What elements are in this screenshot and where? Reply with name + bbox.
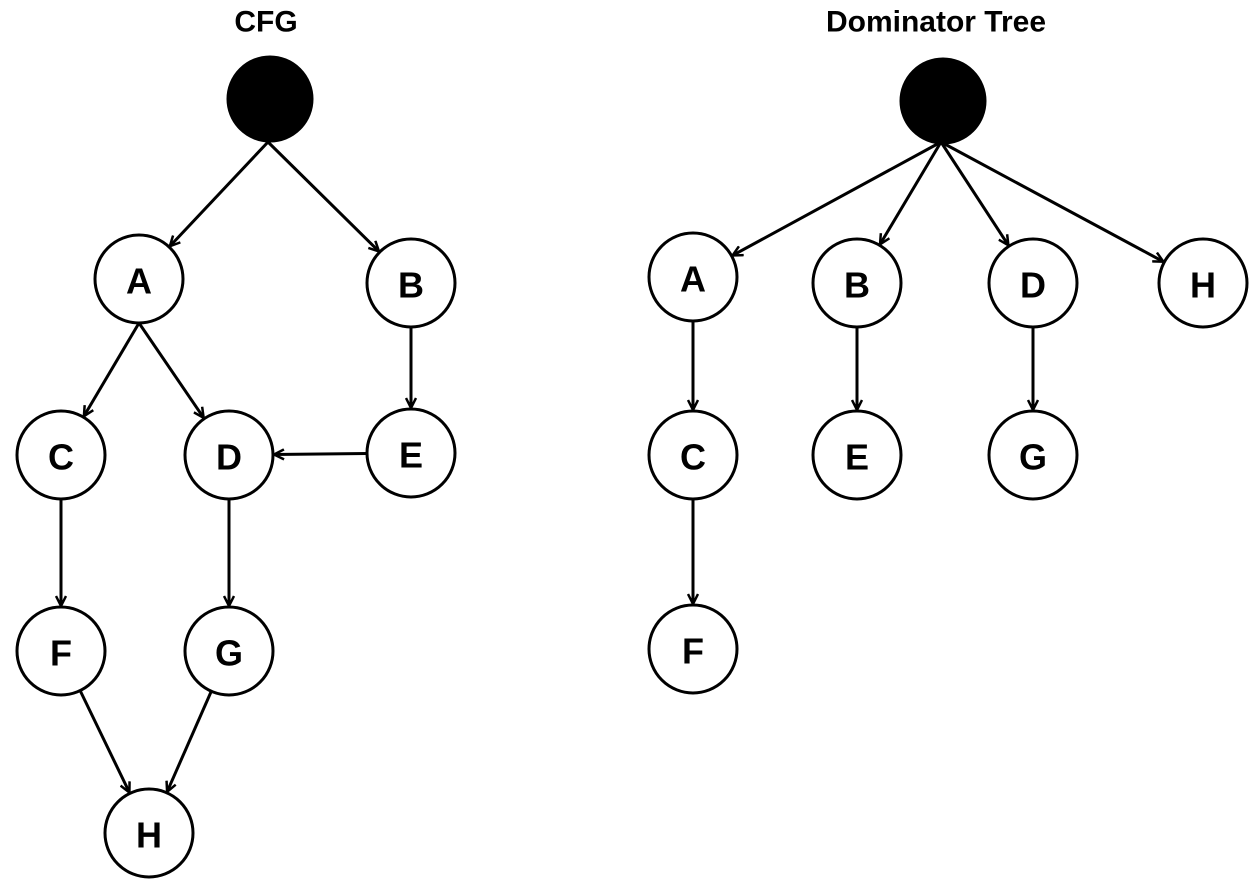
cfg-node-circle-d — [183, 409, 275, 501]
cfg-node-label-h: H — [136, 815, 162, 856]
cfg-edge-f-to-h — [78, 689, 129, 793]
dominator-tree-edge-root-to-a — [733, 140, 942, 255]
dominator-tree-nodes: A B D H C E G F — [647, 57, 1249, 695]
cfg-node-label-e: E — [399, 435, 423, 476]
dominator-tree-title: Dominator Tree — [826, 6, 1046, 39]
dominator-tree-node-b: B — [811, 237, 903, 329]
dominator-tree-node-label-f: F — [682, 631, 704, 672]
dominator-tree-node-a: A — [647, 231, 739, 323]
cfg-edge-root-to-a — [170, 140, 270, 246]
cfg-node-label-g: G — [215, 633, 243, 674]
cfg-node-circle-g — [183, 605, 275, 697]
dominator-tree-node-c: C — [647, 409, 739, 501]
cfg-node-d: D — [183, 409, 275, 501]
cfg-node-label-a: A — [126, 261, 152, 302]
cfg-node-circle-f — [15, 605, 107, 697]
cfg-root-node — [226, 55, 314, 143]
dominator-tree-node-circle-f — [647, 603, 739, 695]
cfg-node-g: G — [183, 605, 275, 697]
cfg-edges — [61, 140, 411, 793]
cfg-edge-a-to-d — [137, 322, 204, 418]
cfg-node-label-d: D — [216, 437, 242, 478]
dominator-tree-node-h: H — [1157, 237, 1249, 329]
dominator-tree-edges — [693, 140, 1163, 604]
cfg-node-circle-b — [365, 237, 457, 329]
dominator-tree-edge-root-to-h — [940, 140, 1163, 262]
cfg-edge-e-to-d — [274, 453, 368, 454]
dominator-tree-node-label-c: C — [680, 437, 706, 478]
cfg-edge-a-to-c — [84, 322, 141, 416]
dominator-tree-node-circle-c — [647, 409, 739, 501]
cfg-node-c: C — [15, 409, 107, 501]
cfg-node-label-c: C — [48, 437, 74, 478]
dominator-tree-edge-root-to-b — [880, 141, 943, 244]
cfg-node-circle-c — [15, 409, 107, 501]
dominator-tree-node-label-d: D — [1020, 265, 1046, 306]
cfg-node-h: H — [103, 787, 195, 879]
cfg-nodes: A B C D E F G H — [15, 55, 457, 879]
dominator-tree-node-label-e: E — [845, 437, 869, 478]
dominator-tree-node-circle-a — [647, 231, 739, 323]
cfg-node-circle-e — [365, 407, 457, 499]
cfg-node-label-f: F — [50, 633, 72, 674]
dominator-tree-node-circle-h — [1157, 237, 1249, 329]
cfg-node-circle-a — [93, 233, 185, 325]
dominator-tree-node-circle-g — [987, 409, 1079, 501]
dominator-tree-node-label-b: B — [844, 265, 870, 306]
dominator-tree-node-e: E — [811, 409, 903, 501]
cfg-title: CFG — [234, 6, 297, 39]
cfg-edge-g-to-h — [167, 690, 213, 792]
dominator-tree-node-label-a: A — [680, 259, 706, 300]
dominator-tree-node-label-g: G — [1019, 437, 1047, 478]
dominator-tree-node-circle-b — [811, 237, 903, 329]
dominator-tree-node-circle-d — [987, 237, 1079, 329]
dominator-tree-node-label-h: H — [1190, 265, 1216, 306]
dominator-tree-node-f: F — [647, 603, 739, 695]
cfg-node-b: B — [365, 237, 457, 329]
cfg-edge-root-to-b — [266, 140, 379, 251]
cfg-node-a: A — [93, 233, 185, 325]
dominator-tree-node-circle-e — [811, 409, 903, 501]
dominator-tree-node-g: G — [987, 409, 1079, 501]
dominator-tree-node-d: D — [987, 237, 1079, 329]
dominator-tree-root-node — [899, 57, 987, 145]
dominator-tree-edge-root-to-d — [939, 141, 1008, 245]
cfg-node-f: F — [15, 605, 107, 697]
cfg-node-label-b: B — [398, 265, 424, 306]
cfg-node-circle-h — [103, 787, 195, 879]
cfg-node-e: E — [365, 407, 457, 499]
